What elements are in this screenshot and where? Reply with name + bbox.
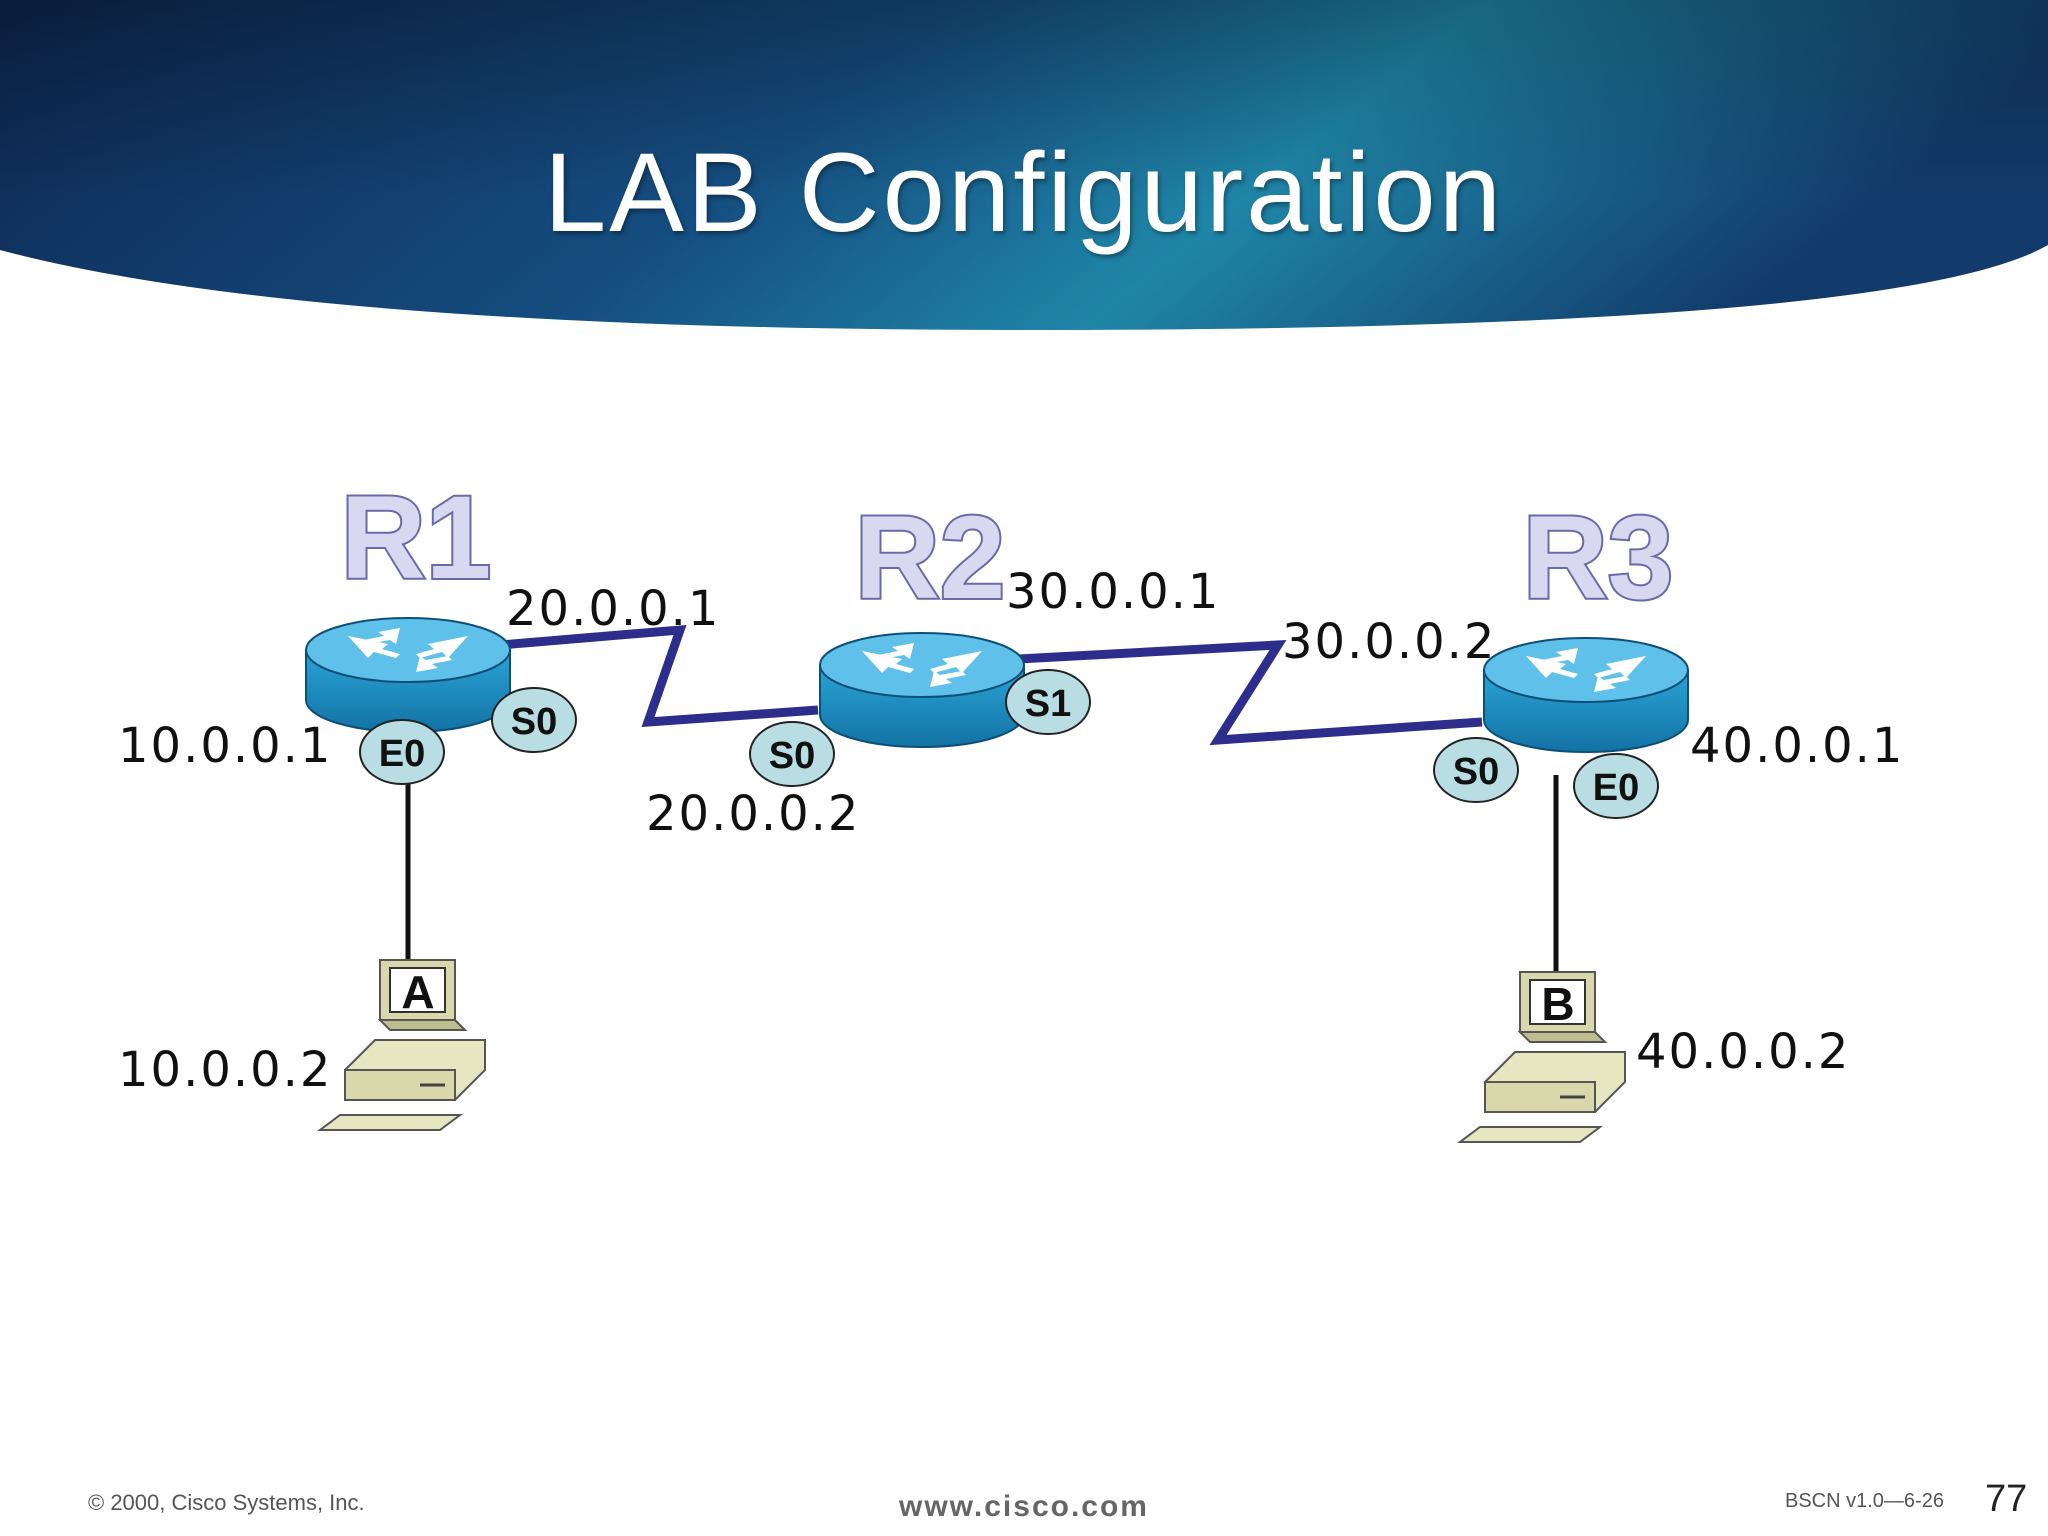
iface-r1-e0: E0 — [359, 719, 445, 785]
router-r1-name: R1 — [341, 472, 492, 604]
iface-r2-s0: S0 — [749, 721, 835, 787]
ip-host-a: 10.0.0.2 — [118, 1042, 332, 1098]
ip-r2-s0: 20.0.0.2 — [646, 786, 860, 842]
ip-r1-e0: 10.0.0.1 — [118, 718, 332, 774]
router-r2-name: R2 — [855, 492, 1006, 624]
iface-r1-s0: S0 — [491, 687, 577, 753]
svg-text:S0: S0 — [1453, 751, 1499, 793]
serial-link-r1-r2 — [499, 624, 819, 727]
router-r3 — [1483, 637, 1689, 753]
ip-r3-e0: 40.0.0.1 — [1690, 718, 1904, 774]
serial-link-r2-r3 — [999, 640, 1483, 746]
ip-host-b: 40.0.0.2 — [1636, 1024, 1850, 1080]
ip-r2-s1: 30.0.0.1 — [1006, 564, 1220, 620]
footer-copyright: © 2000, Cisco Systems, Inc. — [88, 1490, 365, 1515]
svg-text:S0: S0 — [511, 701, 557, 743]
ip-r3-s0: 30.0.0.2 — [1282, 614, 1496, 670]
page-title: LAB Configuration — [543, 130, 1504, 255]
svg-text:S1: S1 — [1025, 683, 1071, 725]
host-a-computer-icon: A — [318, 958, 487, 1132]
iface-r3-e0: E0 — [1573, 753, 1659, 819]
svg-text:E0: E0 — [1593, 767, 1639, 809]
header-banner — [0, 0, 2048, 330]
page-number: 77 — [1985, 1478, 2028, 1520]
svg-text:E0: E0 — [379, 733, 425, 775]
host-b-label: B — [1541, 978, 1574, 1030]
router-r1 — [305, 617, 511, 733]
iface-r3-s0: S0 — [1433, 737, 1519, 803]
iface-r2-s1: S1 — [1005, 669, 1091, 735]
footer-course-code: BSCN v1.0—6-26 — [1785, 1490, 1944, 1512]
host-b-computer-icon: B — [1458, 970, 1627, 1144]
router-r3-name: R3 — [1523, 492, 1674, 624]
host-a-label: A — [401, 966, 434, 1018]
footer-url: www.cisco.com — [899, 1490, 1149, 1523]
router-r2 — [819, 632, 1025, 748]
svg-text:S0: S0 — [769, 735, 815, 777]
ip-r1-s0: 20.0.0.1 — [506, 581, 720, 637]
